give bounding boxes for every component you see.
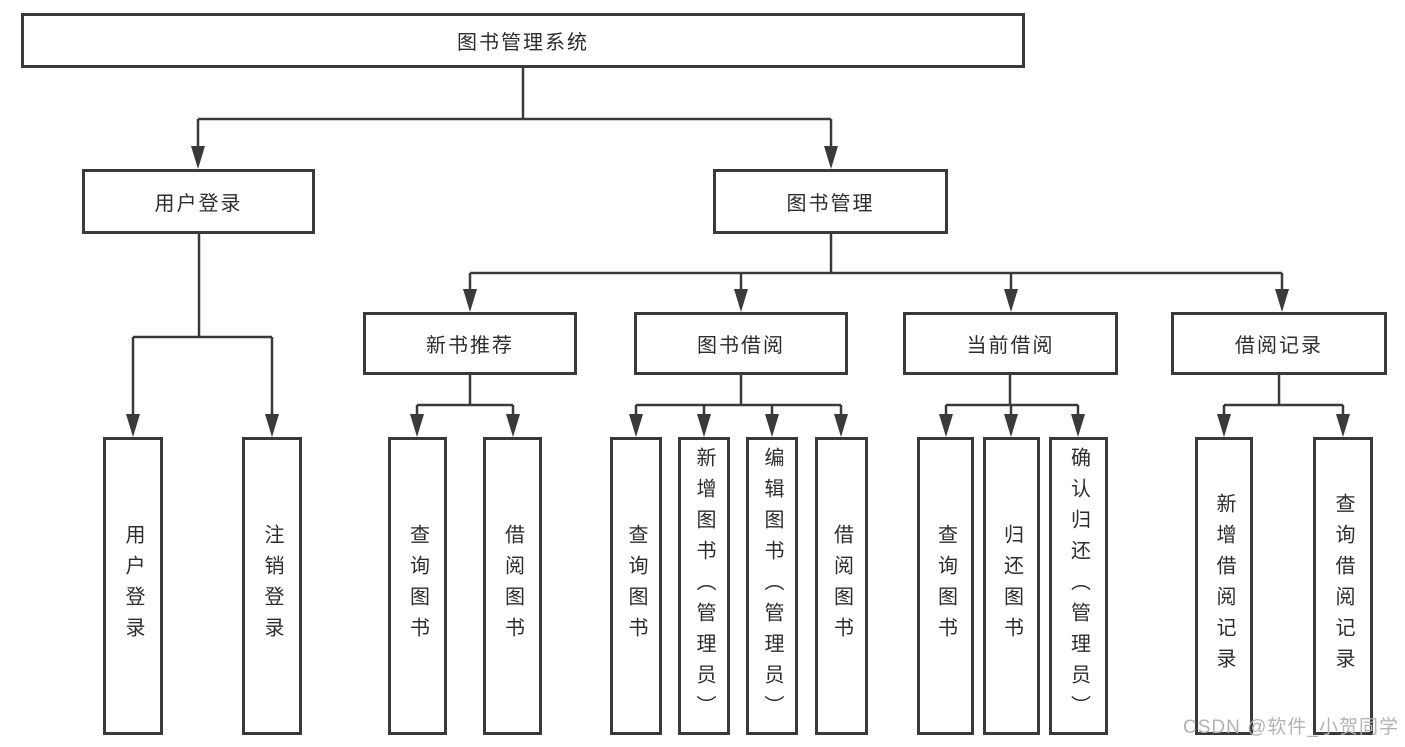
leaf-recommend-borrow-book: 借阅图书: [483, 437, 542, 735]
leaf-edit-book-admin: 编辑图书（管理员）: [746, 437, 798, 735]
connector-borrow-record-branch: [1222, 375, 1345, 418]
connector-root-to-level2: [196, 68, 833, 150]
leaf-add-book-admin: 新增图书（管理员）: [678, 437, 730, 735]
node-borrow-record: 借阅记录: [1171, 312, 1387, 375]
connector-book-management-branch: [468, 234, 1284, 293]
leaf-confirm-return-admin: 确认归还（管理员）: [1049, 437, 1108, 735]
arrowheads: [126, 146, 1350, 437]
connector-user-login-branch: [131, 234, 274, 418]
connector-book-borrow-branch: [634, 375, 843, 418]
node-user-login: 用户登录: [82, 169, 315, 234]
leaf-add-borrow-record: 新增借阅记录: [1195, 437, 1253, 735]
node-book-management: 图书管理: [713, 169, 948, 234]
leaf-current-query-book: 查询图书: [917, 437, 974, 735]
csdn-watermark: CSDN @软件_小贺同学: [1183, 717, 1399, 738]
leaf-recommend-query-book: 查询图书: [388, 437, 447, 735]
leaf-borrow-query-book: 查询图书: [610, 437, 662, 735]
leaf-logout: 注销登录: [242, 437, 302, 735]
node-current-borrow: 当前借阅: [903, 312, 1118, 375]
leaf-return-book: 归还图书: [983, 437, 1040, 735]
leaf-query-borrow-record: 查询借阅记录: [1313, 437, 1373, 735]
connector-current-borrow-branch: [944, 375, 1080, 418]
connector-new-book-branch: [415, 375, 515, 418]
node-new-book-recommend: 新书推荐: [363, 312, 577, 375]
node-book-borrow: 图书借阅: [634, 312, 848, 375]
leaf-borrow-book: 借阅图书: [815, 437, 868, 735]
leaf-user-login: 用户登录: [103, 437, 163, 735]
node-root: 图书管理系统: [21, 13, 1025, 68]
